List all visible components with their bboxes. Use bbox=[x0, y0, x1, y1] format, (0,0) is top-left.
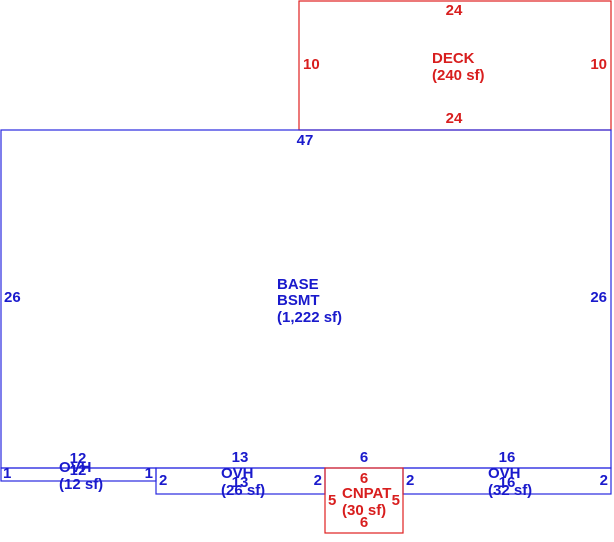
deck-dim-left: 10 bbox=[303, 56, 320, 73]
ovh3-dim-right: 2 bbox=[600, 472, 608, 489]
cnpat-dim-right: 5 bbox=[392, 492, 400, 509]
cnpat-outline bbox=[324, 467, 404, 534]
cnpat-label: CNPAT bbox=[342, 485, 391, 502]
ovh3-dim-top: 16 bbox=[499, 449, 516, 466]
cnpat-dim-left: 5 bbox=[328, 492, 336, 509]
base-dim-left: 26 bbox=[4, 289, 21, 306]
ovh1-dim-top: 12 bbox=[70, 450, 87, 467]
base-sublabel: BSMT bbox=[277, 292, 320, 309]
cnpat-dim-bottom: 6 bbox=[360, 514, 368, 531]
ovh2-dim-top: 13 bbox=[232, 449, 249, 466]
ovh1-label: OVH bbox=[59, 459, 92, 476]
ovh2-area: (26 sf) bbox=[221, 482, 265, 499]
ovh3-dim-bottom: 16 bbox=[499, 474, 516, 491]
cnpat-dim-top: 6 bbox=[360, 470, 368, 487]
ovh1-area: (12 sf) bbox=[59, 476, 103, 493]
deck-area: (240 sf) bbox=[432, 67, 485, 84]
ovh3-area: (32 sf) bbox=[488, 482, 532, 499]
deck-dim-right: 10 bbox=[590, 56, 607, 73]
center-dim-top: 6 bbox=[360, 449, 368, 466]
base-label: BASE bbox=[277, 276, 319, 293]
base-dim-top: 47 bbox=[297, 132, 314, 149]
ovh2-dim-right: 2 bbox=[314, 472, 322, 489]
base-area: (1,222 sf) bbox=[277, 309, 342, 326]
base-dim-right: 26 bbox=[590, 289, 607, 306]
ovh1-dim-right: 1 bbox=[145, 465, 153, 482]
deck-dim-bottom: 24 bbox=[446, 110, 463, 127]
deck-dim-top: 24 bbox=[446, 2, 463, 19]
cnpat-area: (30 sf) bbox=[342, 502, 386, 519]
ovh2-dim-bottom: 13 bbox=[232, 474, 249, 491]
ovh2-dim-left: 2 bbox=[159, 472, 167, 489]
ovh2-label: OVH bbox=[221, 465, 254, 482]
deck-label: DECK bbox=[432, 50, 475, 67]
ovh1-dim-bottom: 12 bbox=[70, 462, 87, 479]
ovh3-label: OVH bbox=[488, 465, 521, 482]
ovh3-dim-left: 2 bbox=[406, 472, 414, 489]
ovh1-dim-left: 1 bbox=[3, 465, 11, 482]
